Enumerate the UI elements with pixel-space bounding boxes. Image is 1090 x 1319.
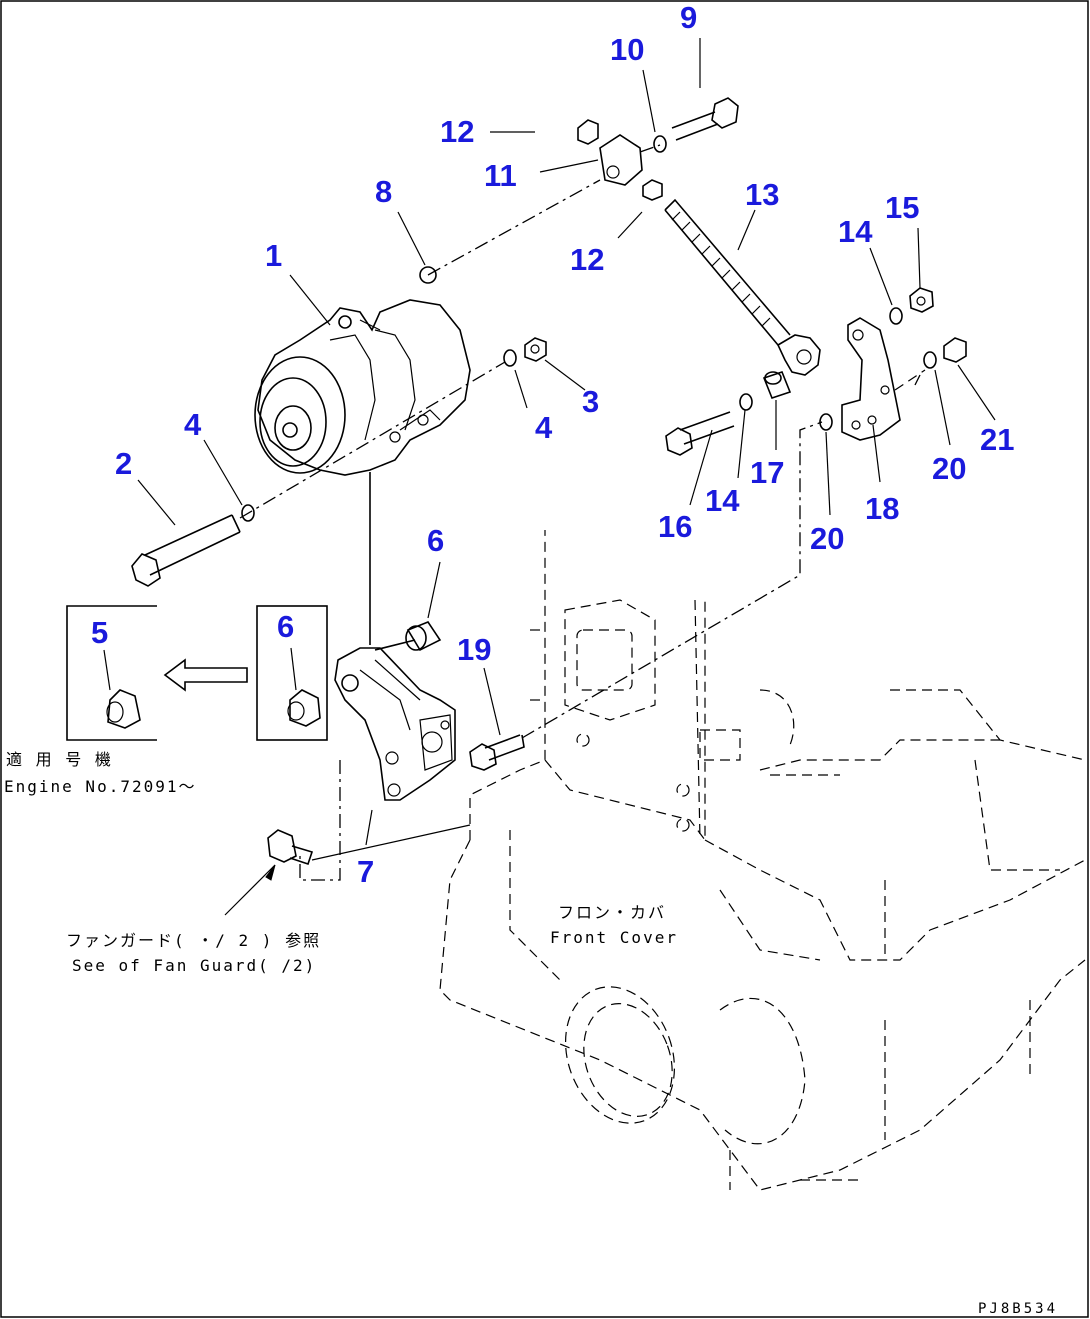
serial-note-jp: 適 用 号 機: [6, 750, 113, 769]
callout-8: 8: [375, 174, 392, 209]
replacement-arrow: [163, 658, 248, 692]
callout-7: 7: [357, 854, 374, 889]
callout-16: 16: [658, 509, 692, 544]
callout-14-upper: 14: [838, 214, 873, 249]
assembly-centerlines: [239, 144, 926, 881]
callout-4-left: 4: [184, 407, 202, 442]
callout-6-inset: 6: [277, 609, 294, 644]
callout-15: 15: [885, 190, 919, 225]
fan-guard-note-en: See of Fan Guard( /2): [72, 956, 316, 975]
adjusting-rod: [664, 198, 821, 376]
part-callouts: 9 10 12 11 8 13 12 1 14 15 3 4 4 2 17 14…: [91, 0, 1014, 889]
inset-box-left: [66, 605, 157, 741]
callout-12-upper: 12: [440, 114, 474, 149]
callout-14-lower: 14: [705, 483, 740, 518]
callout-11: 11: [484, 158, 517, 193]
inset-box-right: [256, 605, 328, 741]
callout-12-lower: 12: [570, 242, 604, 277]
callout-20-right: 20: [932, 451, 966, 486]
notes: 適 用 号 機 Engine No.72091〜 ファンガード( ・/ 2 ) …: [4, 750, 1058, 1317]
front-cover-label-en: Front Cover: [550, 928, 678, 947]
callout-21: 21: [980, 422, 1014, 457]
alternator: [254, 299, 471, 476]
serial-note-en: Engine No.72091〜: [4, 777, 197, 796]
callout-5: 5: [91, 615, 108, 650]
drawing-code: PJ8B534: [978, 1301, 1058, 1317]
hardware-parts: [131, 97, 967, 866]
leader-lines: [103, 38, 996, 916]
callout-6-main: 6: [427, 523, 444, 558]
callout-17: 17: [750, 455, 784, 490]
fan-guard-note-jp: ファンガード( ・/ 2 ) 参照: [66, 931, 321, 950]
callout-4-right: 4: [535, 410, 553, 445]
callout-1: 1: [265, 238, 282, 273]
engine-block-outline: [439, 530, 1086, 1191]
callout-2: 2: [115, 446, 132, 481]
callout-3: 3: [582, 384, 599, 419]
front-cover-label-jp: フロン・カバ: [558, 903, 666, 922]
callout-10: 10: [610, 32, 644, 67]
callout-19: 19: [457, 632, 491, 667]
callout-18: 18: [865, 491, 899, 526]
bracket-plate: [841, 317, 901, 441]
callout-20-lower: 20: [810, 521, 844, 556]
mounting-bracket: [334, 647, 456, 801]
callout-13: 13: [745, 177, 779, 212]
callout-9: 9: [680, 0, 697, 35]
